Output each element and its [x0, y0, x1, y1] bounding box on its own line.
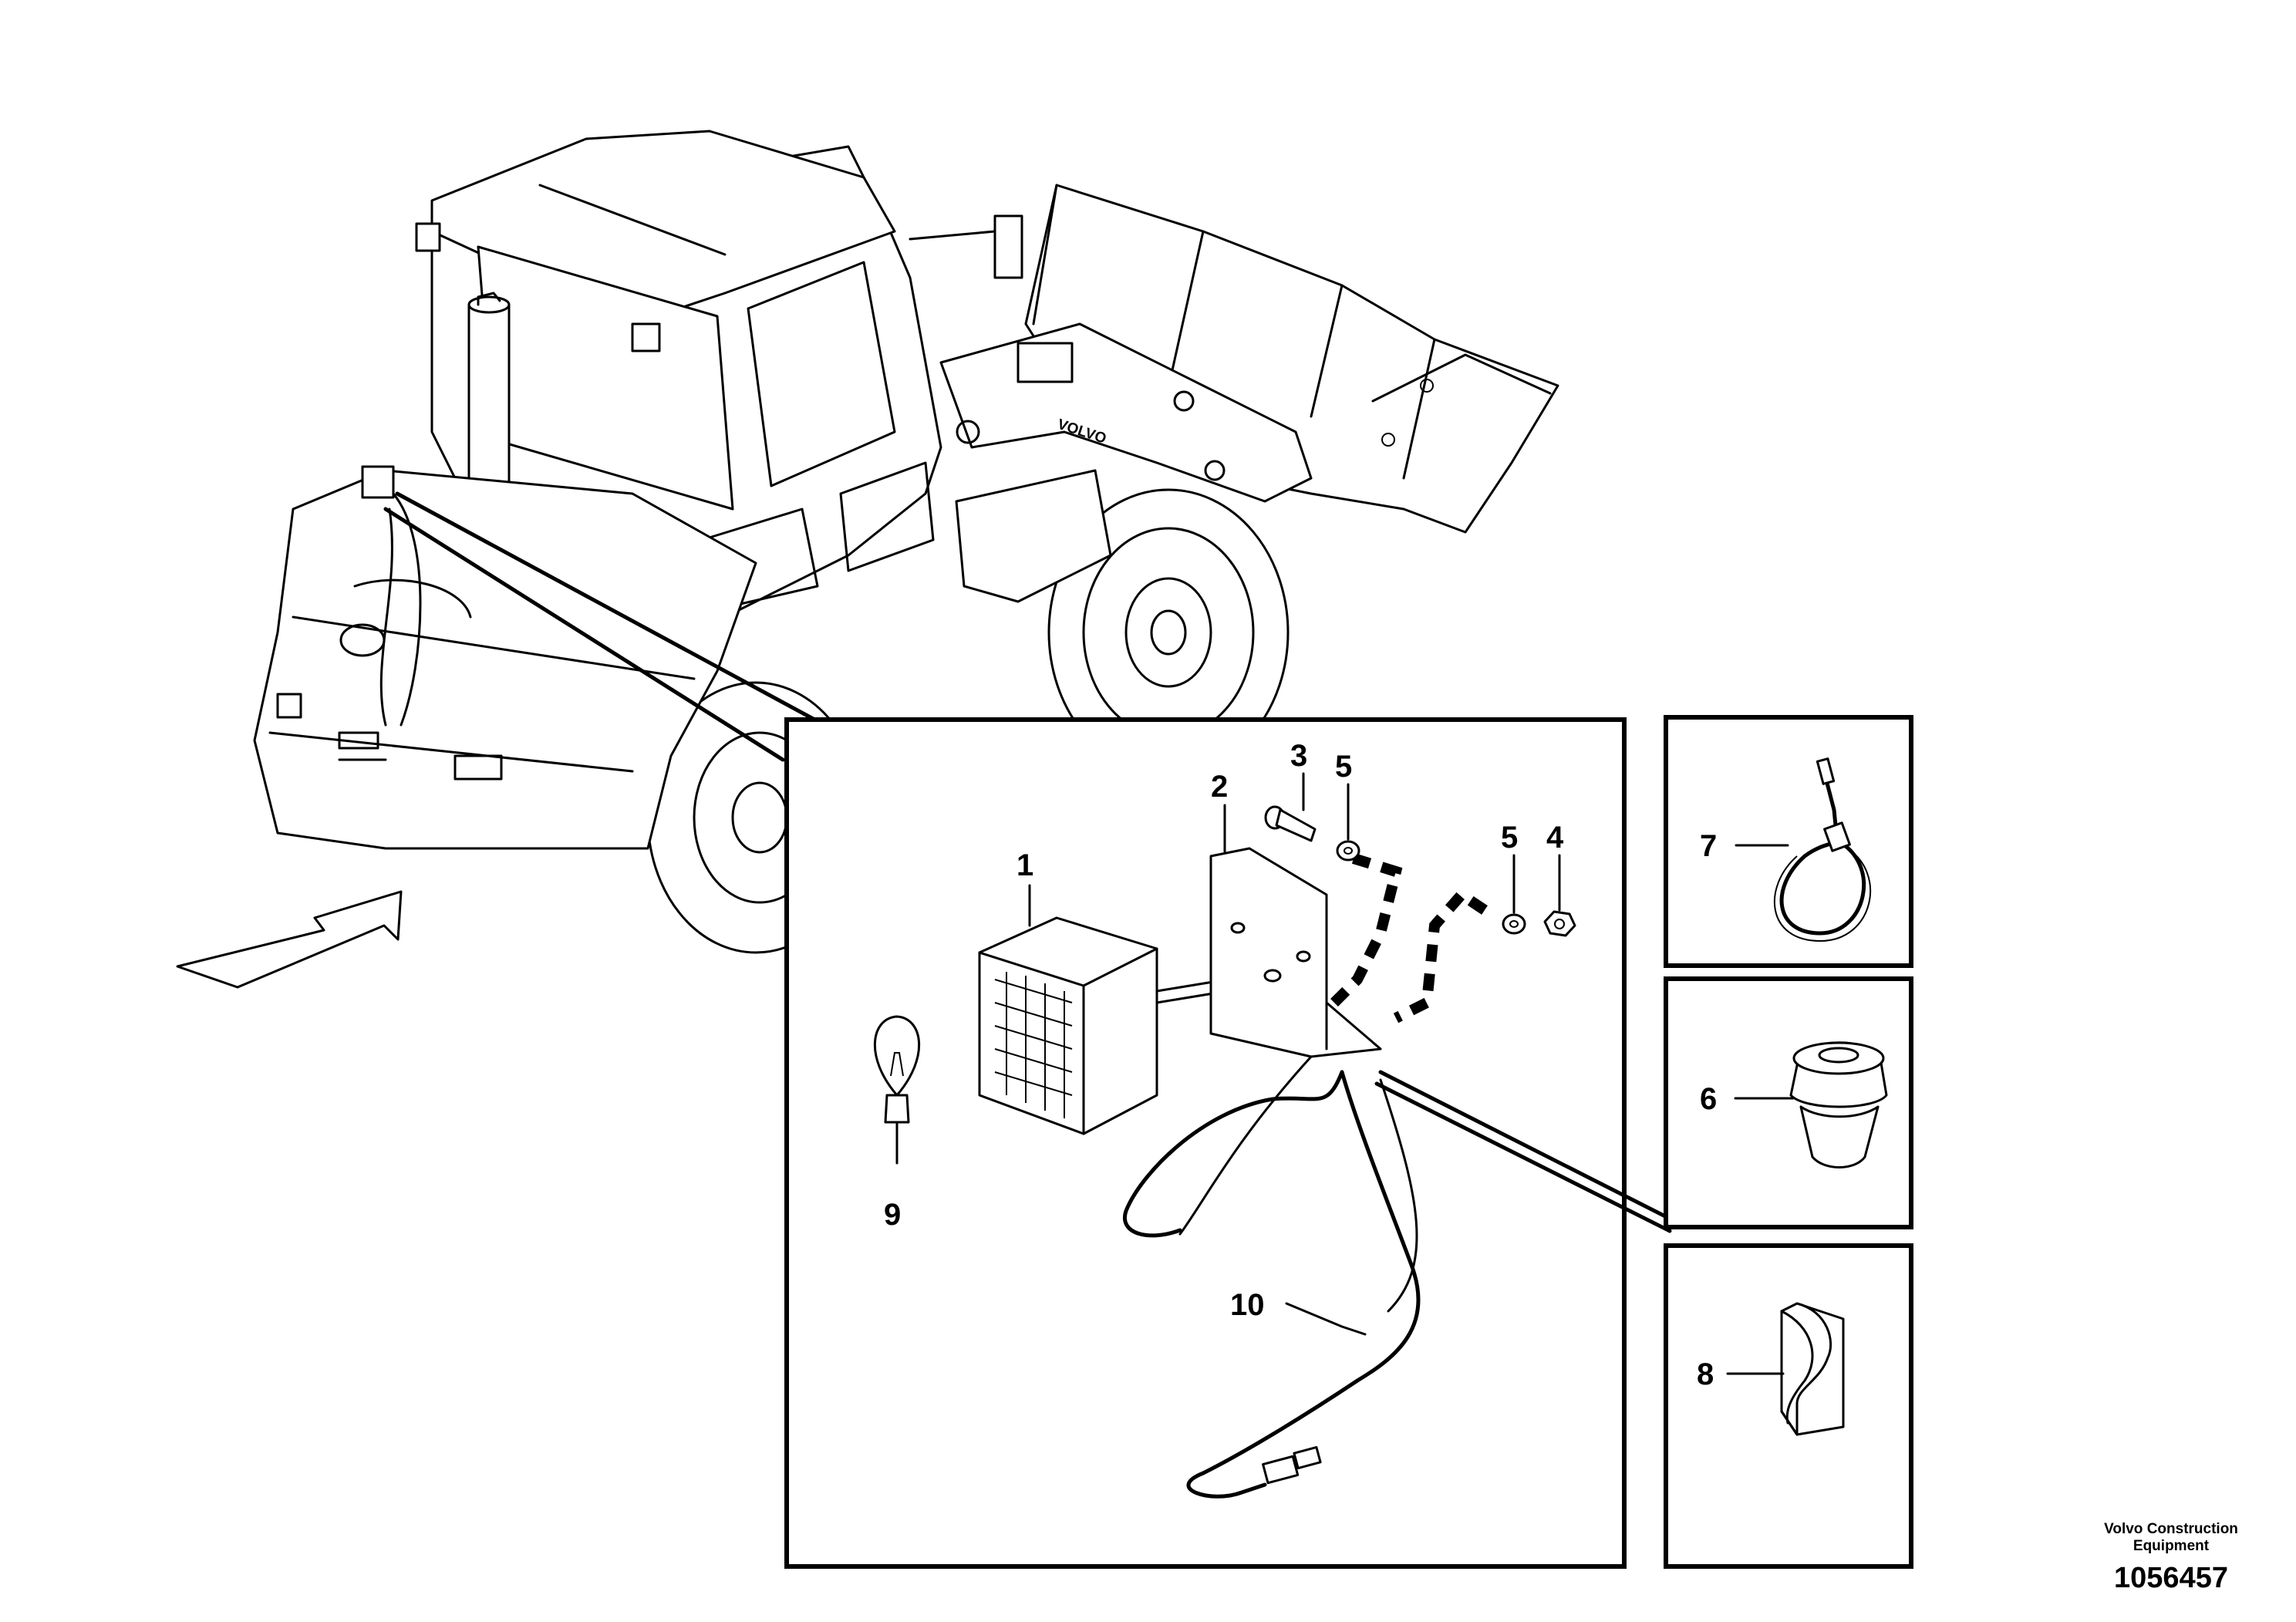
- loader-rear-body: [253, 469, 757, 850]
- grommet-leader-line-bottom: [1374, 1081, 1672, 1233]
- document-number: 1056457: [2114, 1562, 2228, 1594]
- cable-harness: [1122, 1055, 1421, 1499]
- bolt-part: [1264, 805, 1317, 842]
- wheel-loader-illustration: VOLVO: [253, 130, 1559, 954]
- callout-1: 1: [1017, 848, 1033, 882]
- grommet-leader-line-top: [1378, 1070, 1672, 1221]
- callout-5-lower: 5: [1501, 821, 1518, 855]
- callout-5-upper: 5: [1335, 750, 1352, 784]
- brand-line-2: Equipment: [2133, 1538, 2210, 1554]
- cable-tie-icon: [1773, 757, 1871, 943]
- washer-part-lower: [1502, 913, 1526, 935]
- callout-6: 6: [1700, 1082, 1717, 1116]
- callout-4: 4: [1546, 821, 1564, 855]
- assembly-path-nut: [1393, 887, 1488, 1023]
- bulb-icon: [873, 1015, 921, 1165]
- callout-10: 10: [1230, 1288, 1265, 1322]
- loader-mounted-lamp: [361, 465, 422, 727]
- callout-3: 3: [1290, 739, 1307, 773]
- cable-clip-icon: [1780, 1302, 1845, 1436]
- lamp-bracket: [1209, 847, 1382, 1058]
- nut-part: [1543, 910, 1576, 937]
- grommet-icon: [1789, 1041, 1888, 1168]
- detail-leader-line-top: [395, 491, 820, 723]
- callout-9: 9: [884, 1198, 901, 1232]
- loader-fender: [955, 469, 1112, 603]
- washer-part-upper: [1336, 840, 1360, 862]
- loader-exhaust-pipe: [467, 292, 511, 503]
- callout-2: 2: [1211, 770, 1228, 804]
- brand-line-1: Volvo Construction: [2104, 1521, 2238, 1537]
- assembly-path-bolt: [1330, 853, 1403, 1007]
- main-detail-frame: [784, 717, 1627, 1569]
- callout-7: 7: [1700, 829, 1717, 863]
- detail-box-cable-tie: [1664, 715, 1913, 968]
- callout-leader-10: [1285, 1302, 1367, 1336]
- callout-8: 8: [1697, 1357, 1714, 1391]
- detail-leader-line-bottom: [383, 507, 785, 762]
- view-direction-arrow-icon: [176, 890, 403, 989]
